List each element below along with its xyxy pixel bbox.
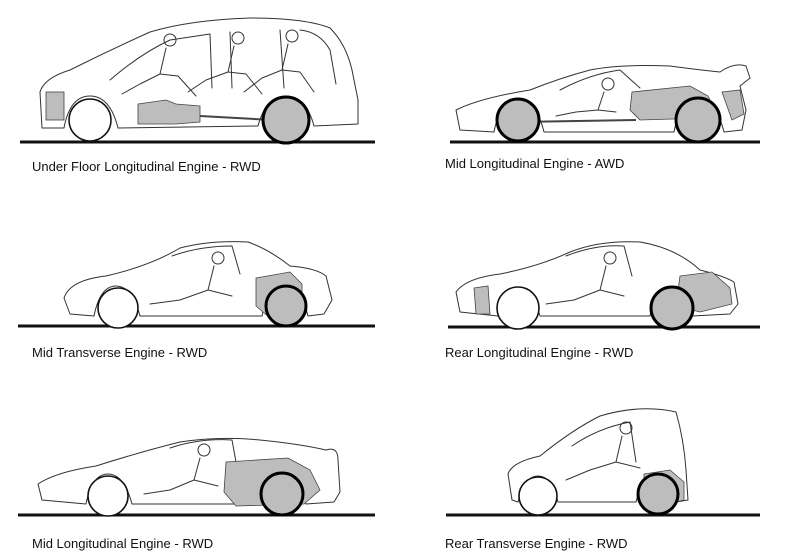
front-wheel [88, 476, 128, 516]
driver [144, 444, 218, 494]
front-drive-wheel [497, 99, 539, 141]
driver [556, 78, 616, 116]
front-wheel [98, 288, 138, 328]
window-lines [172, 246, 240, 274]
caption-underfloor-longitudinal: Under Floor Longitudinal Engine - RWD [32, 159, 261, 174]
window-lines [560, 70, 640, 90]
window-lines [170, 440, 236, 462]
front-wheel [69, 99, 111, 141]
rear-drive-wheel [266, 286, 306, 326]
vehicle-rear-transverse [446, 409, 760, 515]
driver [546, 252, 624, 304]
seated-passengers [122, 30, 314, 96]
underfloor-engine [138, 100, 200, 124]
vehicle-mid-transverse [18, 242, 375, 328]
rear-drive-wheel [263, 97, 309, 143]
rear-drive-wheel [261, 473, 303, 515]
radiator [474, 286, 490, 314]
window-lines [110, 30, 336, 88]
rear-drive-wheel [651, 287, 693, 329]
caption-mid-longitudinal-rwd: Mid Longitudinal Engine - RWD [32, 536, 213, 551]
driver [566, 422, 640, 480]
vehicle-mid-longitudinal-awd [450, 65, 760, 142]
rear-drive-wheel [638, 474, 678, 514]
caption-mid-transverse: Mid Transverse Engine - RWD [32, 345, 207, 360]
front-wheel [519, 477, 557, 515]
driver [150, 252, 232, 304]
caption-rear-transverse: Rear Transverse Engine - RWD [445, 536, 628, 551]
exhaust-unit [722, 90, 744, 120]
vehicle-underfloor-longitudinal [20, 18, 375, 143]
rear-drive-wheel [676, 98, 720, 142]
caption-rear-longitudinal: Rear Longitudinal Engine - RWD [445, 345, 633, 360]
vehicle-rear-longitudinal [448, 242, 760, 329]
window-lines [572, 422, 636, 462]
front-wheel [497, 287, 539, 329]
radiator [46, 92, 64, 120]
caption-mid-longitudinal-awd: Mid Longitudinal Engine - AWD [445, 156, 624, 171]
vehicle-mid-longitudinal-rwd [18, 438, 375, 516]
